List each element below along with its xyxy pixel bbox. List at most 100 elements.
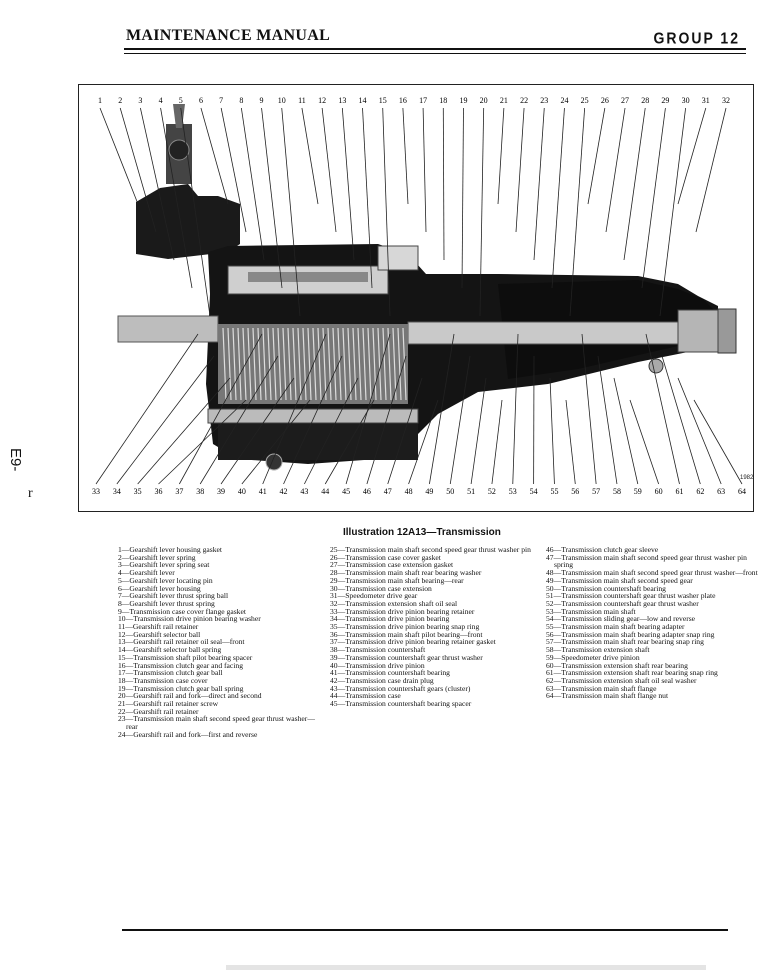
leader-line: [549, 377, 555, 485]
callout-number-bottom: 61: [675, 487, 683, 496]
legend-item: 44—Transmission case: [330, 691, 401, 701]
callout-number-top: 9: [260, 96, 264, 105]
leader-line: [449, 355, 471, 485]
callout-number-bottom: 36: [155, 487, 163, 496]
callout-number-top: 27: [621, 96, 629, 105]
callout-number-bottom: 58: [613, 487, 621, 496]
leader-line: [200, 107, 229, 205]
legend-item: 26—Transmission case cover gasket: [330, 552, 441, 562]
legend-item: 41—Transmission countershaft bearing: [330, 668, 450, 678]
legend-item: 49—Transmission main shaft second speed …: [546, 575, 693, 585]
leader-line: [345, 333, 391, 485]
callout-number-bottom: 37: [175, 487, 183, 496]
legend-item: 19—Transmission clutch gear ball spring: [118, 683, 244, 693]
legend-item: 17—Transmission clutch gear ball: [118, 668, 223, 678]
group-label: GROUP 12: [653, 28, 740, 48]
leader-line: [180, 107, 211, 317]
callout-number-bottom: 57: [592, 487, 600, 496]
transmission-cutaway: [117, 104, 737, 471]
legend-item: 13—Gearshift rail retainer oil seal—fron…: [118, 637, 245, 647]
leader-line: [479, 107, 485, 317]
callout-number-top: 30: [682, 96, 690, 105]
legend-item: 53—Transmission main shaft: [546, 606, 636, 616]
leader-line: [240, 107, 265, 261]
legend-item: 6—Gearshift lever housing: [118, 583, 201, 593]
callout-number-top: 1: [98, 96, 102, 105]
legend-item: 2—Gearshift lever spring: [118, 552, 196, 562]
manual-title: MAINTENANCE MANUAL: [126, 27, 331, 44]
leader-line: [321, 107, 337, 233]
legend-item: 57—Transmission main shaft rear bearing …: [546, 637, 704, 647]
legend-item: 42—Transmission case drain plug: [330, 675, 434, 685]
callout-number-top: 29: [661, 96, 669, 105]
legend-item: 34—Transmission drive pinion bearing: [330, 614, 450, 624]
callout-number-bottom: 39: [217, 487, 225, 496]
callout-number-top: 4: [159, 96, 163, 105]
callout-number-top: 6: [199, 96, 203, 105]
legend-item: 55—Transmission main shaft bearing adapt…: [546, 622, 685, 632]
leader-line: [470, 377, 487, 485]
legend-item: 32—Transmission extension shaft oil seal: [330, 598, 458, 608]
callout-number-bottom: 44: [321, 487, 329, 496]
legend-item: 58—Transmission extension shaft: [546, 645, 650, 655]
callout-number-top: 18: [439, 96, 447, 105]
leader-line: [515, 107, 525, 233]
legend-item: 43—Transmission countershaft gears (clus…: [330, 683, 471, 693]
callout-number-top: 12: [318, 96, 326, 105]
callout-number-top: 28: [641, 96, 649, 105]
margin-mark: r: [28, 486, 33, 501]
legend-column-2: 25—Transmission main shaft second speed …: [330, 546, 534, 708]
legend-item: 54—Transmission sliding gear—low and rev…: [546, 614, 696, 624]
legend-item: 7—Gearshift lever thrust spring ball: [118, 591, 229, 601]
callout-number-bottom: 64: [738, 487, 746, 496]
legend-item: 56—Transmission main shaft bearing adapt…: [546, 629, 715, 639]
callout-number-top: 25: [581, 96, 589, 105]
legend-item: 61—Transmission extension shaft rear bea…: [546, 668, 718, 678]
leader-line: [119, 107, 157, 233]
callout-number-bottom: 45: [342, 487, 350, 496]
callout-number-top: 17: [419, 96, 427, 105]
legend-item: 63—Transmission main shaft flange: [546, 683, 657, 693]
leader-line: [137, 377, 231, 485]
leader-line: [497, 107, 505, 205]
legend-item: 37—Transmission drive pinion bearing ret…: [330, 637, 496, 647]
legend-item: 40—Transmission drive pinion: [330, 660, 425, 670]
leader-line: [693, 399, 743, 485]
legend-item: 25—Transmission main shaft second speed …: [330, 545, 531, 554]
leader-line: [341, 107, 355, 261]
leader-line: [283, 355, 343, 485]
legend-item: 50—Transmission countershaft bearing: [546, 583, 666, 593]
leader-line: [262, 333, 327, 485]
leader-line: [422, 107, 427, 233]
legend-item: 39—Transmission countershaft gear thrust…: [330, 652, 483, 662]
header-rule: [124, 48, 746, 50]
legend-item: 23—Transmission main shaft second speed …: [118, 714, 315, 732]
callout-number-top: 26: [601, 96, 609, 105]
legend-item: 15—Transmission shaft pilot bearing spac…: [118, 652, 253, 662]
leader-line: [442, 107, 445, 261]
callout-number-bottom: 33: [92, 487, 100, 496]
leader-line: [512, 333, 519, 485]
legend-item: 31—Speedometer drive gear: [330, 591, 418, 601]
leader-line: [324, 399, 375, 485]
leader-line: [613, 377, 639, 485]
callout-number-bottom: 47: [384, 487, 392, 496]
callout-number-top: 16: [399, 96, 407, 105]
legend-item: 11—Gearshift rail retainer: [118, 622, 199, 632]
legend-item: 29—Transmission main shaft bearing—rear: [330, 575, 464, 585]
callout-number-bottom: 59: [634, 487, 642, 496]
leader-line: [429, 333, 455, 485]
callout-number-top: 31: [702, 96, 710, 105]
leader-line: [605, 107, 626, 233]
legend-item: 35—Transmission drive pinion bearing sna…: [330, 622, 480, 632]
callout-number-top: 13: [338, 96, 346, 105]
figure-stamp: 1982: [740, 475, 754, 481]
legend-item: 47—Transmission main shaft second speed …: [546, 552, 747, 570]
callout-number-bottom: 55: [550, 487, 558, 496]
leader-line: [661, 355, 701, 485]
legend-item: 10—Transmission drive pinion bearing was…: [118, 614, 261, 624]
legend-item: 27—Transmission case extension gasket: [330, 560, 454, 570]
leader-line: [199, 355, 279, 485]
leader-line: [695, 107, 727, 233]
callout-number-bottom: 53: [509, 487, 517, 496]
